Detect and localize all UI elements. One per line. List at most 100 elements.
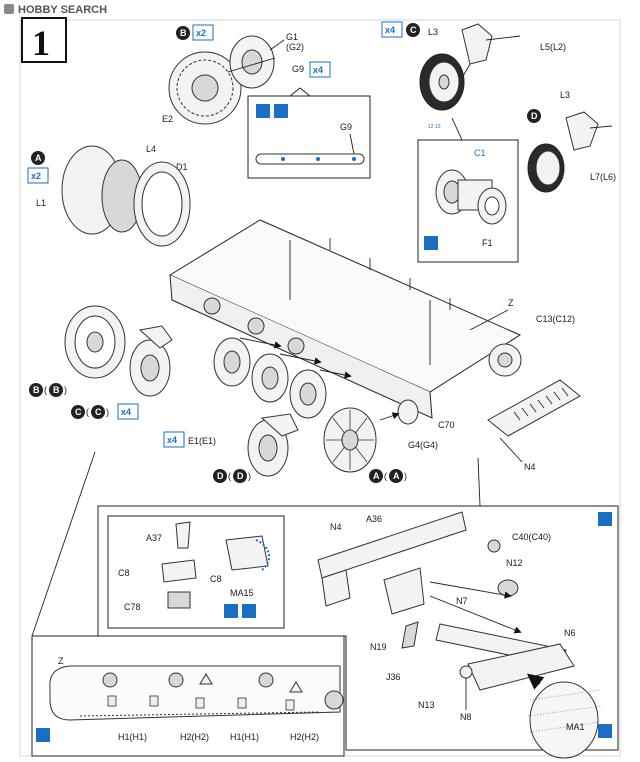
label-g2: (G2): [286, 42, 304, 52]
label-n8: N8: [460, 712, 472, 722]
label-c13: C13(C12): [536, 314, 575, 324]
label-c1: C1: [474, 148, 486, 158]
svg-text:): ): [248, 471, 251, 481]
label-g9-detail: G9: [340, 122, 352, 132]
label-n7: N7: [456, 596, 468, 606]
label-g1: G1: [286, 32, 298, 42]
idler-wheel-left: [61, 145, 191, 247]
top-road-wheel: [419, 53, 465, 111]
label-l3-top: L3: [428, 27, 438, 37]
callout-text: D: [531, 111, 538, 121]
step-number-box: 1: [21, 17, 67, 63]
label-g9-top: G9: [292, 64, 304, 74]
label-f1: F1: [482, 238, 493, 248]
label-l3-right: L3: [560, 90, 570, 100]
callout-text: x2: [31, 171, 41, 181]
watermark-text: HOBBY SEARCH: [18, 4, 107, 16]
callout-text: x4: [313, 65, 323, 75]
tiny-ref-text: 12 13: [428, 124, 441, 130]
callout-text: x2: [196, 28, 206, 38]
callout-text: C: [75, 407, 82, 417]
g9-detail-inset: G9: [247, 87, 371, 179]
sprocket-b: [64, 305, 126, 379]
middle-road-wheels: [203, 297, 352, 419]
label-h1-a: H1(H1): [118, 732, 147, 742]
label-n4: N4: [330, 522, 342, 532]
callout-text: x4: [385, 25, 395, 35]
hull-side-inset: Z: [31, 635, 345, 757]
callout-d-right: D: [527, 109, 541, 123]
svg-text:(: (: [44, 385, 47, 395]
callout-text: x4: [121, 407, 131, 417]
callout-text: B: [180, 28, 187, 38]
callout-aa: A ( A ): [369, 469, 407, 483]
callout-text: B: [33, 385, 40, 395]
leader-line-bottom-left: [31, 451, 96, 637]
label-a37: A37: [146, 533, 162, 543]
paint-brush-icon: [274, 104, 288, 118]
label-c70: C70: [438, 420, 455, 430]
svg-text:): ): [64, 385, 67, 395]
label-a36: A36: [366, 514, 382, 524]
callout-text: A: [35, 153, 42, 163]
label-ma1: MA1: [566, 722, 585, 732]
qty-x4-c-top: x4: [381, 21, 403, 38]
label-c8-b: C8: [210, 574, 222, 584]
label-l7: L7(L6): [590, 172, 616, 182]
label-ma15: MA15: [230, 588, 254, 598]
callout-c-top: C: [406, 23, 420, 37]
callout-text: x4: [167, 435, 177, 445]
callout-a-left: A: [31, 151, 45, 165]
svg-text:): ): [404, 471, 407, 481]
watermark-logo: HOBBY SEARCH: [4, 4, 107, 16]
track-tensioner: [487, 379, 581, 437]
callout-text: B: [53, 385, 60, 395]
rear-plate-assembly: [317, 511, 603, 759]
glue-icon: [424, 236, 438, 250]
label-h2-b: H2(H2): [290, 732, 319, 742]
glue-icon: [256, 104, 270, 118]
road-wheel-c: [129, 325, 173, 397]
svg-text:): ): [106, 407, 109, 417]
callout-text: D: [237, 471, 244, 481]
step-number: 1: [32, 23, 50, 63]
c8-sub-inset: A37 C8 C78 C8 MA15: [107, 515, 285, 629]
label-h1-b: H1(H1): [230, 732, 259, 742]
label-n19: N19: [370, 642, 387, 652]
svg-text:(: (: [228, 471, 231, 481]
sprocket-assembly: [168, 35, 276, 125]
label-l4: L4: [146, 144, 156, 154]
label-h2-a: H2(H2): [180, 732, 209, 742]
callout-dd: D ( D ): [213, 469, 251, 483]
label-c40: C40(C40): [512, 532, 551, 542]
label-n12: N12: [506, 558, 523, 568]
qty-x4-g9: x4: [309, 61, 331, 78]
svg-text:(: (: [86, 407, 89, 417]
callout-text: A: [373, 471, 380, 481]
label-z-inset: Z: [58, 656, 64, 666]
label-n4-main: N4: [524, 462, 536, 472]
paint-drop-icon: [598, 724, 612, 738]
label-e1: E1(E1): [188, 436, 216, 446]
callout-b-top: B: [176, 26, 190, 40]
callout-bb: B ( B ): [29, 383, 67, 397]
label-n6: N6: [564, 628, 576, 638]
callout-text: D: [217, 471, 224, 481]
road-wheel-d: [247, 413, 299, 477]
callout-text: C: [95, 407, 102, 417]
paint-drop-icon: [224, 604, 238, 618]
callout-text: A: [393, 471, 400, 481]
label-d1: D1: [176, 162, 188, 172]
label-e2: E2: [162, 114, 173, 124]
glue-icon: [36, 728, 50, 742]
label-j36: J36: [386, 672, 401, 682]
label-n13: N13: [418, 700, 435, 710]
qty-x2-left: x2: [27, 167, 49, 184]
label-c8-a: C8: [118, 568, 130, 578]
qty-x4-e1: x4: [163, 431, 185, 448]
callout-text: C: [410, 25, 417, 35]
leader-line-right-inset: [477, 457, 481, 507]
right-road-wheel: [527, 111, 613, 193]
c1-f1-detail-inset: C1 F1: [417, 117, 519, 263]
